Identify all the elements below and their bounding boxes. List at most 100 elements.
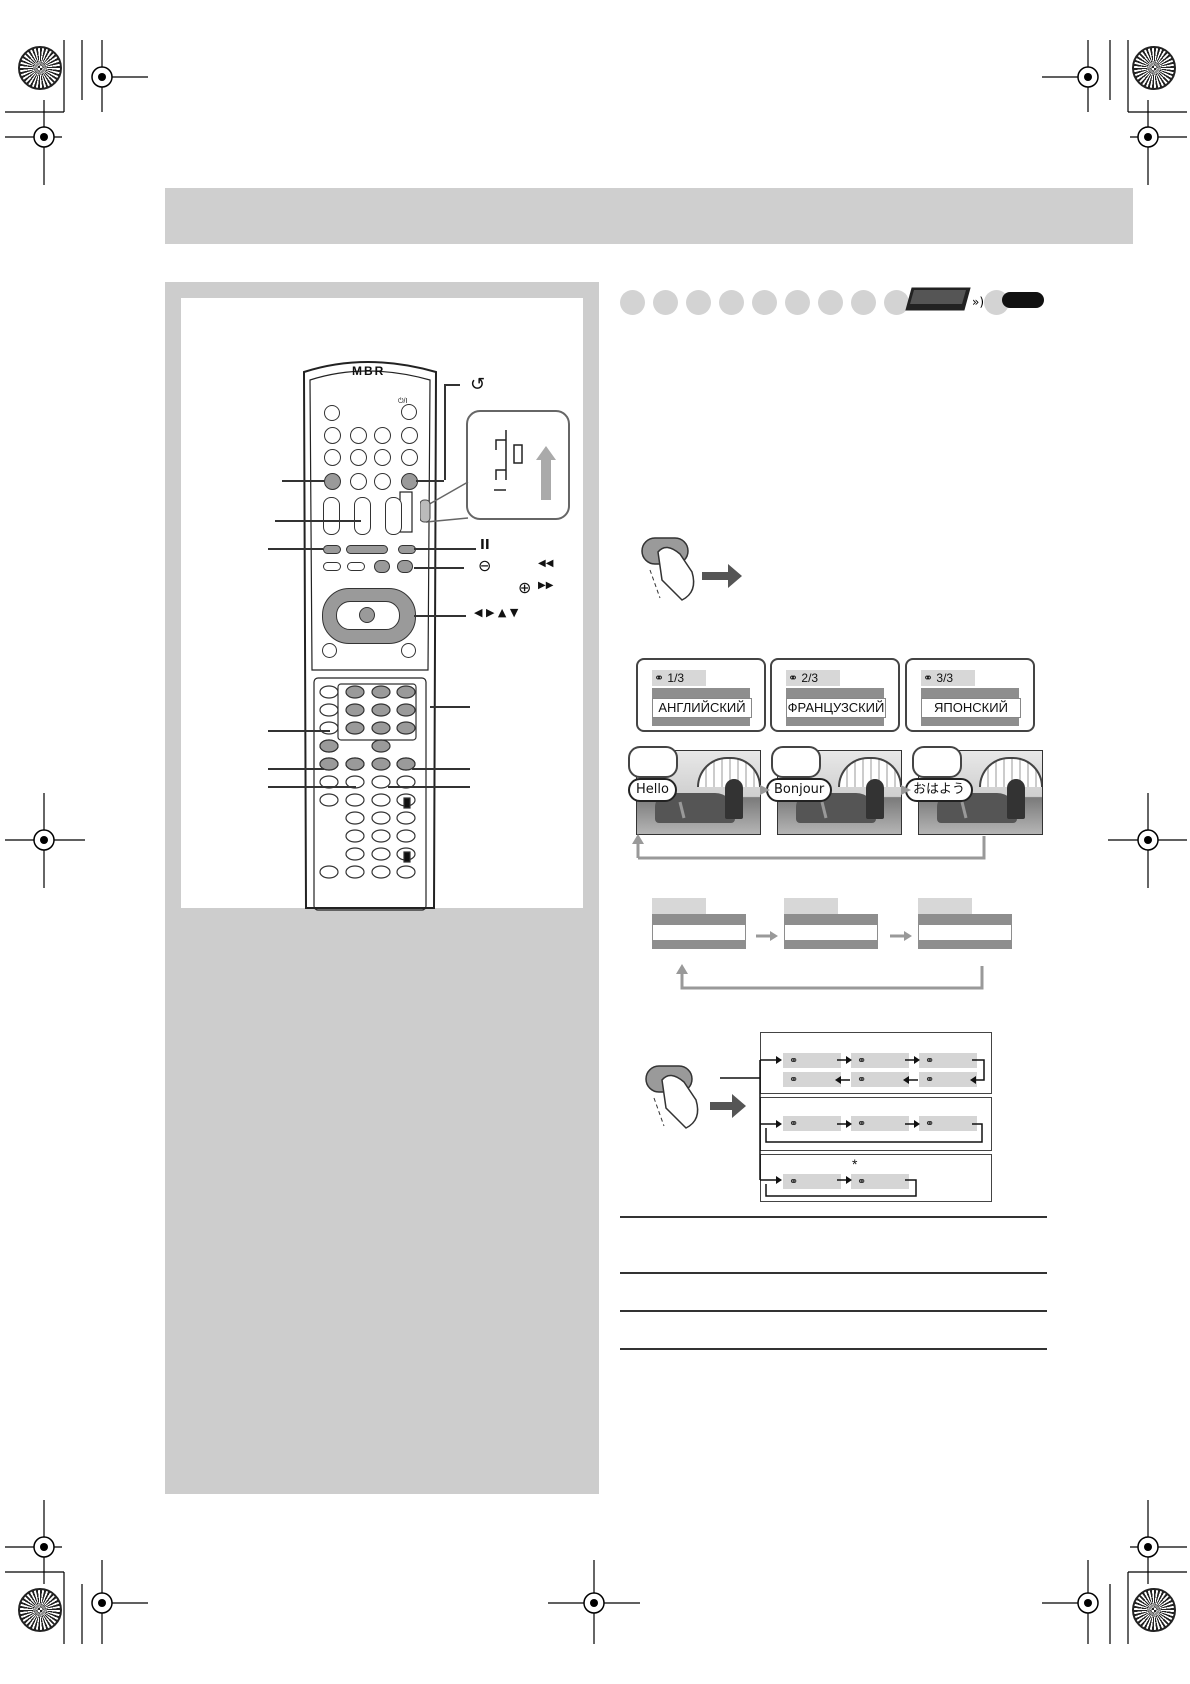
callout-line	[430, 706, 470, 708]
remote-button[interactable]	[401, 427, 418, 444]
divider	[620, 1348, 1047, 1350]
header-band	[165, 188, 1133, 244]
registration-disc-top-left	[18, 46, 62, 90]
audio-chip: ⚭	[783, 1116, 841, 1131]
remote-button[interactable]	[374, 427, 391, 444]
slide-cover-diagram	[466, 430, 556, 501]
press-button-icon	[645, 1065, 746, 1129]
step-dot	[653, 290, 678, 315]
fast-forward-button[interactable]	[397, 560, 413, 573]
remote-button[interactable]	[401, 643, 416, 658]
remote-button[interactable]	[323, 545, 341, 554]
callout-line	[268, 730, 330, 732]
mini-osd	[771, 746, 821, 778]
rewind-icon: ◀◀	[538, 558, 554, 569]
remote-button[interactable]	[374, 449, 391, 466]
callout-line	[268, 548, 323, 550]
level-rocker[interactable]	[385, 497, 402, 535]
channel-rocker[interactable]	[354, 497, 371, 535]
audio-chip: ⚭	[783, 1174, 841, 1189]
plus-icon: ⊕	[518, 578, 532, 597]
callout-line	[414, 615, 466, 617]
callout-line	[275, 520, 361, 522]
remote-button[interactable]	[374, 473, 391, 490]
language-counter: 3/3	[936, 671, 954, 685]
mini-osd	[912, 746, 962, 778]
remote-button[interactable]	[322, 643, 337, 658]
svg-text:»): »)	[972, 295, 984, 309]
blank-osd	[918, 898, 1012, 950]
remote-button[interactable]	[324, 427, 341, 444]
audio-button[interactable]	[324, 473, 341, 490]
enter-button[interactable]	[359, 607, 375, 623]
blank-osd	[784, 898, 878, 950]
remote-button[interactable]	[350, 473, 367, 490]
remote-button[interactable]	[324, 449, 341, 466]
callout-line	[282, 480, 324, 482]
audio-chip: ⚭	[919, 1053, 977, 1068]
power-button[interactable]	[401, 404, 417, 420]
standby-label: ⏻/I	[398, 398, 408, 405]
minus-icon: ⊖	[478, 556, 492, 575]
language-counter: 2/3	[801, 671, 819, 685]
return-button[interactable]	[401, 473, 418, 490]
callout-line	[412, 768, 470, 770]
audio-chip: ⚭	[851, 1072, 909, 1087]
remote-button[interactable]	[323, 562, 341, 571]
press-button-icon	[641, 537, 742, 601]
remote-button[interactable]	[350, 427, 367, 444]
step-dot	[818, 290, 843, 315]
callout-line	[268, 786, 356, 788]
rewind-button[interactable]	[374, 560, 390, 573]
divider	[620, 1272, 1047, 1274]
audio-chip: ⚭	[851, 1174, 909, 1189]
speech-bubble: おはよう	[905, 778, 974, 802]
step-dot	[620, 290, 645, 315]
language-counter: 1/3	[667, 671, 685, 685]
audio-icon: ⚭	[788, 671, 799, 685]
language-name: ФРАНЦУЗСКИЙ	[786, 698, 886, 718]
language-osd: ⚭ 3/3 ЯПОНСКИЙ	[905, 658, 1035, 732]
disc-badge-icon: »)	[905, 287, 1044, 311]
audio-chip: ⚭	[851, 1116, 909, 1131]
step-dot	[785, 290, 810, 315]
sequence-arrows	[632, 785, 986, 860]
divider	[620, 1310, 1047, 1312]
language-osd: ⚭ 2/3 ФРАНЦУЗСКИЙ	[770, 658, 900, 732]
divider	[620, 1216, 1047, 1218]
cover-inset	[466, 410, 570, 520]
registration-disc-bottom-left	[18, 1588, 62, 1632]
volume-rocker[interactable]	[323, 497, 340, 535]
callout-line	[388, 786, 470, 788]
pause-icon: II	[480, 538, 490, 553]
cursor-icons: ◀ ▶ ▲ ▼	[474, 606, 519, 619]
blank-osd	[652, 898, 746, 950]
audio-chip: ⚭	[851, 1053, 909, 1068]
audio-chip: ⚭	[919, 1072, 977, 1087]
step-dot	[884, 290, 909, 315]
callout-line	[414, 567, 464, 569]
remote-button[interactable]	[350, 449, 367, 466]
audio-icon: ⚭	[923, 671, 934, 685]
language-name: ЯПОНСКИЙ	[921, 698, 1021, 718]
audio-icon: ⚭	[654, 671, 665, 685]
remote-logo: MBR	[352, 364, 386, 378]
language-osd: ⚭ 1/3 АНГЛИЙСКИЙ	[636, 658, 766, 732]
remote-button[interactable]	[347, 562, 365, 571]
inset-connector	[420, 481, 469, 523]
step-dot	[752, 290, 777, 315]
callout-line	[444, 384, 460, 386]
callout-line	[414, 548, 476, 550]
audio-chip: ⚭	[919, 1116, 977, 1131]
audio-chip: ⚭	[783, 1072, 841, 1087]
play-button[interactable]	[346, 545, 388, 554]
footnote-asterisk: *	[852, 1156, 858, 1172]
audio-cycle-arrows	[720, 1056, 985, 1197]
remote-button[interactable]	[401, 449, 418, 466]
remote-button[interactable]	[324, 405, 340, 421]
callout-line	[444, 384, 446, 480]
pause-button[interactable]	[398, 545, 416, 554]
lower-keypad	[319, 683, 417, 879]
audio-chip: ⚭	[783, 1053, 841, 1068]
